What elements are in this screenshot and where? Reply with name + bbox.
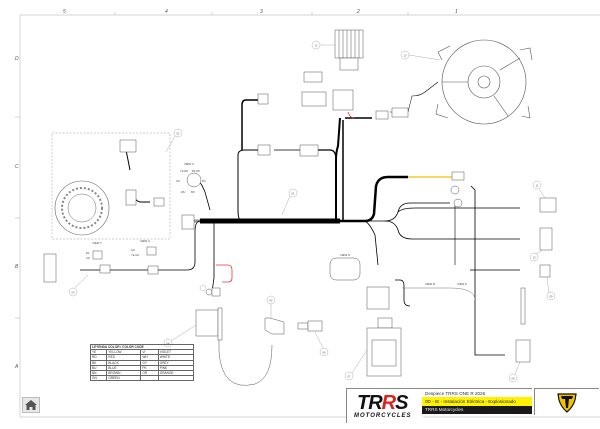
svg-text:BK-RD: BK-RD [192,169,200,173]
callout-03 [68,287,78,297]
pickup-connector [119,139,137,153]
trrs-logo: TRRS MOTORCYCLES [346,388,423,423]
svg-text:09: 09 [550,294,553,298]
spark-plug [297,322,309,330]
svg-text:13: 13 [404,53,407,57]
svg-text:VIEW T: VIEW T [92,241,102,245]
svg-text:11: 11 [536,183,539,187]
svg-text:05: 05 [270,298,273,302]
trrs-shield-icon [557,393,577,413]
sensor-08 [515,339,531,363]
svg-text:GD: GD [86,256,90,260]
socket-11 [539,197,557,213]
svg-text:VIEW C: VIEW C [184,162,194,166]
svg-text:VIEW N: VIEW N [340,253,350,257]
row-label-b: B [15,264,19,270]
callout-02 [173,128,183,138]
callout-07 [344,371,354,381]
spark-plug-cap [264,317,285,335]
part-callouts [68,40,556,383]
title-block: TRRS MOTORCYCLES Despiece TRRS ONE R 202… [346,388,600,424]
regulator-rectifier [301,29,364,111]
svg-text:GN: GN [131,248,135,252]
svg-text:YE-RD: YE-RD [180,169,188,173]
model-name: Despiece TRRS ONE R 2026 [422,388,532,397]
svg-text:BK: BK [86,251,90,255]
connector-10 [539,227,553,251]
callout-09 [546,291,556,301]
callout-01 [288,188,298,198]
stator-outer [54,180,110,236]
callout-11 [532,180,542,190]
column-label-4: 4 [165,9,168,15]
svg-text:VIEW U: VIEW U [140,239,150,243]
svg-text:BR: BR [191,190,195,194]
section-title: 0D - IE - Instalación Eléctrica - Explos… [422,397,532,406]
row-label-d: D [15,56,19,62]
row-label-c: C [15,164,19,170]
home-button[interactable] [22,397,40,413]
home-icon [25,400,37,410]
callout-06 [319,347,329,357]
svg-text:VIEW R: VIEW R [425,282,435,286]
trrs-badge [534,388,599,415]
cooling-fan [435,39,533,125]
ignition-components [195,287,323,386]
callout-labels: 12 13 02 01 03 04 05 06 07 08 09 10 11 [72,43,553,380]
right-components [43,93,557,363]
company-name: TRRS Motorcycles [422,406,532,414]
column-label-1: 1 [455,9,458,15]
svg-text:12: 12 [315,43,318,47]
stator-view-box [51,132,171,240]
ignition-coil [195,309,219,337]
drawing-frame [15,12,600,418]
column-label-5: 5 [63,9,66,15]
svg-text:01: 01 [292,191,295,195]
callout-14 [199,284,207,292]
svg-text:02: 02 [177,131,180,135]
column-label-3: 3 [260,9,263,15]
svg-text:WH: WH [181,190,185,194]
svg-text:VIEW S: VIEW S [457,282,467,286]
row-label-a: A [15,364,19,370]
svg-text:YE-GN: YE-GN [131,253,139,257]
svg-text:10: 10 [533,255,536,259]
logo-subtitle: MOTORCYCLES [354,413,412,419]
logo-wordmark: TRRS [357,392,408,414]
column-label-2: 2 [357,9,360,15]
svg-text:08: 08 [512,376,515,380]
svg-text:BU: BU [202,179,206,183]
connector-09 [539,264,551,278]
svg-text:06: 06 [323,350,326,354]
ecu [329,257,402,377]
callout-10 [529,252,539,262]
main-harness [80,81,520,356]
svg-text:03: 03 [72,290,75,294]
connector-03 [43,253,57,283]
temp-sensor-rod [520,287,526,325]
svg-text:04: 04 [167,341,170,345]
view-labels: VIEW C YE-RD BK-RD GD BU WH BR VIEW T BK… [86,162,467,286]
svg-text:GD: GD [176,179,180,183]
callout-08 [508,373,518,383]
svg-text:07: 07 [348,374,351,378]
